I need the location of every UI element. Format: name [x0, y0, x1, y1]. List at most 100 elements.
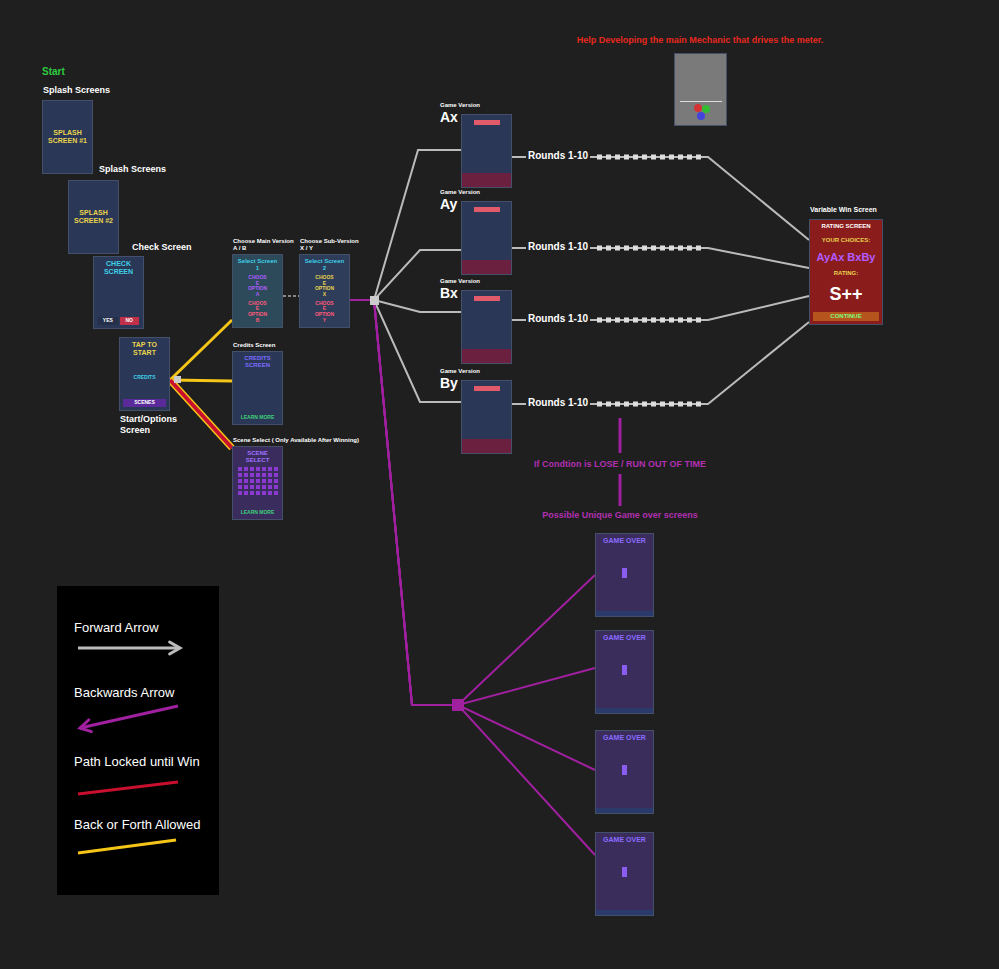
- screen-decor: [596, 708, 653, 713]
- heading-text: Game Version: [440, 189, 500, 196]
- free-label: Start: [42, 66, 122, 78]
- win-screen: Variable Win ScreenRATING SCREENYOUR CHO…: [809, 219, 883, 325]
- screen-content: SPLASH SCREEN #1: [43, 101, 92, 173]
- check-screen: Check ScreenCHECK SCREENYESNO: [93, 256, 144, 329]
- heading-text: Start/Options Screen: [120, 414, 195, 436]
- screen-decor: [462, 260, 511, 274]
- heading-text: Variable Win Screen: [810, 206, 910, 214]
- legend-text: Back or Forth Allowed: [74, 817, 200, 833]
- connector-group: [170, 150, 809, 855]
- screen-content: RATING SCREENYOUR CHOICES:AyAx BxByRATIN…: [810, 220, 882, 324]
- screen-content: Select Screen 1 CHOOSE OPTION A CHOOSE OPT…: [233, 255, 282, 327]
- screen-text: CONTINUE: [813, 312, 879, 321]
- screen-text: CHOOSE OPTION B: [247, 301, 268, 324]
- screen-heading: Check Screen: [132, 242, 232, 253]
- game-version-screen: Game VersionBy: [461, 380, 512, 454]
- screen-text: GAME OVER: [599, 634, 650, 642]
- screen-text: RATING:: [813, 270, 879, 277]
- screen-content: [462, 115, 511, 187]
- game-over-screen: GAME OVER: [595, 730, 654, 814]
- screen-decor: [474, 207, 500, 212]
- heading-text: Ay: [440, 197, 500, 212]
- screen-heading: Scene Select ( Only Available After Winn…: [233, 437, 383, 444]
- screen-content: GAME OVER: [596, 731, 653, 813]
- legend-panel: [57, 586, 219, 895]
- screen-content: [462, 381, 511, 453]
- connector: [350, 300, 595, 705]
- junction-square: [174, 376, 181, 383]
- screen-heading: Game VersionBy: [440, 368, 500, 391]
- screen-text: CHECK SCREEN: [97, 260, 140, 276]
- connector: [512, 157, 809, 240]
- legend-sample: [78, 647, 180, 650]
- screen-text: Select Screen 1: [236, 258, 279, 272]
- screen-decor: [474, 386, 500, 391]
- screen-content: CREDITS SCREEN LEARN MORE: [233, 352, 282, 424]
- heading-text: Game Version: [440, 278, 500, 285]
- screen-text: LEARN MORE: [236, 415, 279, 421]
- round-ticks: [597, 155, 705, 160]
- screen-text: CREDITS: [123, 375, 166, 381]
- screen-text: NO: [120, 317, 139, 325]
- edge-label: Rounds 1-10: [526, 241, 590, 253]
- connector: [350, 300, 595, 770]
- screen-text: SPLASH SCREEN #1: [46, 129, 89, 145]
- screen-content: GAME OVER: [596, 631, 653, 713]
- screen-decor: [596, 910, 653, 915]
- scene-select-screen: Scene Select ( Only Available After Winn…: [232, 446, 283, 520]
- legend-sample: [78, 840, 176, 853]
- heading-text: Credits Screen: [233, 342, 333, 349]
- free-label: If Condtion is LOSE / RUN OUT OF TIME: [510, 459, 730, 470]
- credits-screen: Credits ScreenCREDITS SCREENLEARN MORE: [232, 351, 283, 425]
- splash-screen: Splash ScreensSPLASH SCREEN #2: [68, 180, 119, 254]
- screen-decor: [462, 173, 511, 187]
- junction-square: [452, 699, 464, 711]
- screen-heading: Splash Screens: [43, 85, 143, 96]
- screen-text: AyAx BxBy: [813, 251, 879, 264]
- screen-content: Select Screen 2CHOOSE OPTION XCHOOSE OPT…: [300, 255, 349, 327]
- connector: [170, 380, 232, 448]
- connector: [283, 295, 299, 297]
- heading-text: By: [440, 376, 500, 391]
- screen-text: YES: [98, 317, 117, 325]
- screen-heading: Help Developing the main Mechanic that d…: [550, 35, 850, 46]
- connector: [350, 300, 461, 312]
- free-label: Possible Unique Game over screens: [510, 510, 730, 521]
- screen-heading: Game VersionAx: [440, 102, 500, 125]
- heading-text: Help Developing the main Mechanic that d…: [550, 35, 850, 46]
- leader-line: [619, 418, 622, 453]
- screen-content: CHECK SCREEN YESNO: [94, 257, 143, 328]
- legend-text: Path Locked until Win: [74, 754, 200, 770]
- screen-heading: Game VersionBx: [440, 278, 500, 301]
- screen-text: RATING SCREEN: [813, 223, 879, 230]
- game-version-screen: Game VersionAy: [461, 201, 512, 275]
- screen-heading: Start/Options Screen: [120, 414, 195, 436]
- game-over-screen: GAME OVER: [595, 533, 654, 617]
- heading-text: Choose Main Version A / B: [233, 238, 295, 252]
- round-ticks: [597, 402, 705, 407]
- connector: [512, 322, 809, 404]
- screen-decor: [474, 120, 500, 125]
- leader-line: [619, 474, 622, 506]
- screen-decor: [694, 104, 702, 112]
- screen-decor: [622, 867, 627, 877]
- heading-text: Ax: [440, 110, 500, 125]
- start-screen: Start/Options ScreenTAP TO STARTCREDITSS…: [119, 337, 170, 411]
- heading-text: Scene Select ( Only Available After Winn…: [233, 437, 383, 444]
- connector-outline: [170, 380, 232, 448]
- select-screen: Choose Sub-Version X / YSelect Screen 2C…: [299, 254, 350, 328]
- screen-decor: [622, 765, 627, 775]
- screen-text: CHOOSE OPTION A: [247, 275, 268, 298]
- select-screen: Choose Main Version A / BSelect Screen 1…: [232, 254, 283, 328]
- screen-heading: Choose Sub-Version X / Y: [300, 238, 362, 252]
- screen-text: CREDITS SCREEN: [236, 355, 279, 369]
- edge-label: Rounds 1-10: [526, 397, 590, 409]
- junction-square: [370, 296, 379, 305]
- connector: [350, 300, 595, 705]
- game-over-screen: GAME OVER: [595, 832, 654, 916]
- screen-heading: Splash Screens: [99, 164, 199, 175]
- screen-heading: Choose Main Version A / B: [233, 238, 295, 252]
- heading-text: Bx: [440, 286, 500, 301]
- screen-heading: Credits Screen: [233, 342, 333, 349]
